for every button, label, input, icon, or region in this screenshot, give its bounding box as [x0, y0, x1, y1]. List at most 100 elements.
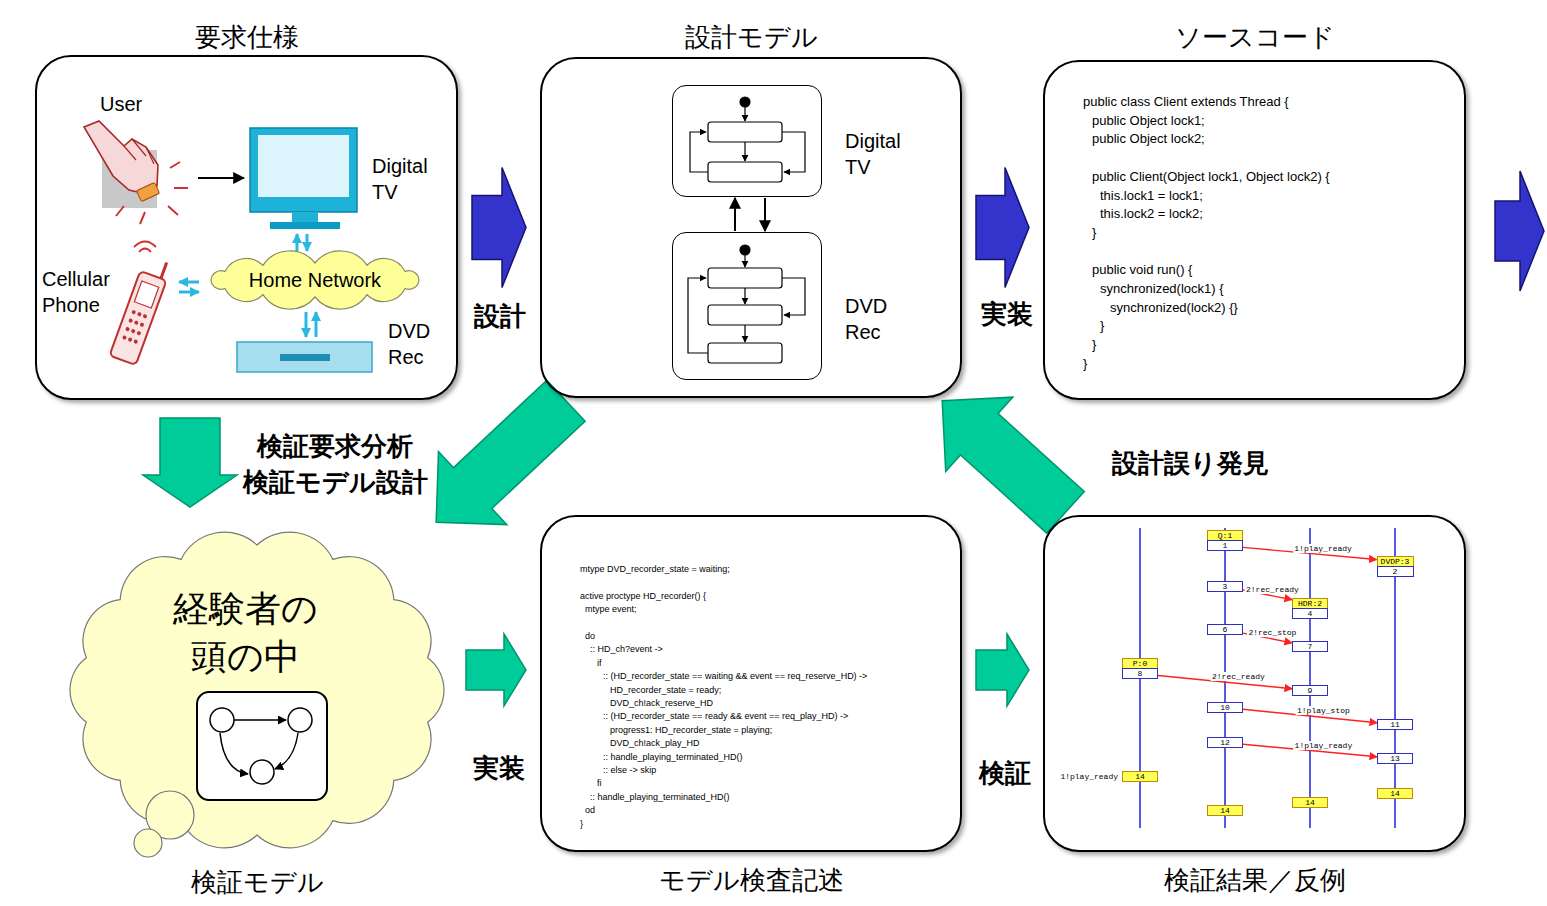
- msc-event-box: 10: [1207, 702, 1243, 713]
- block-arrow: [143, 418, 237, 507]
- panel-heading: ソースコード: [1005, 22, 1504, 52]
- panel-heading: 検証結果／反例: [1005, 865, 1504, 895]
- msc-event-box: 14: [1377, 788, 1413, 799]
- msc-event-box: 12: [1207, 737, 1243, 748]
- user-to-tv-arrow: [198, 177, 244, 179]
- phone-icon: [109, 271, 166, 365]
- press-burst-lines: [140, 212, 145, 224]
- device-label: User: [100, 92, 180, 116]
- model-check-panel: モデル検査記述mtype DVD_recorder_state = waitin…: [540, 515, 962, 852]
- tv-icon: [292, 212, 318, 222]
- press-burst-lines: [116, 162, 188, 224]
- tv-icon: [250, 128, 357, 212]
- transition-arrow: [764, 198, 766, 231]
- code-line: public Client(Object lock1, Object lock2…: [1092, 168, 1330, 187]
- code-line: active proctype HD_recorder() {: [580, 590, 706, 603]
- code-line: public Object lock1;: [1092, 112, 1205, 131]
- phone-icon: [128, 337, 133, 342]
- msc-lifelines: [1140, 528, 1395, 828]
- code-line: fi: [597, 777, 602, 790]
- msc-event-number: 2: [1377, 566, 1414, 577]
- phone-icon: [122, 310, 148, 345]
- code-line: }: [1092, 224, 1096, 243]
- phone-icon: [136, 331, 141, 336]
- code-line: public Object lock2;: [1092, 130, 1205, 149]
- press-burst-lines: [116, 206, 124, 216]
- network-double-arrows: [315, 312, 318, 337]
- mental-state-circle: [250, 760, 274, 784]
- device-label: Cellular Phone: [42, 266, 122, 318]
- phone-icon: [134, 281, 158, 308]
- phone-icon: [142, 314, 147, 319]
- block-arrow: [472, 168, 526, 288]
- device-label: Digital TV: [372, 153, 447, 205]
- msc-event-box: P:08: [1122, 658, 1158, 679]
- tv-icon: [270, 222, 340, 229]
- dvd-recorder-icon: [237, 342, 372, 372]
- phone-icon: [125, 327, 130, 332]
- msc-event-box: HDR:24: [1292, 598, 1328, 619]
- msc-event-box: DVDP:32: [1377, 556, 1414, 577]
- msc-event-number: 14: [1122, 771, 1158, 782]
- state-machine-internals: [708, 268, 782, 288]
- dvd-recorder-icon: [280, 354, 330, 361]
- code-line: this.lock1 = lock1;: [1100, 187, 1203, 206]
- msc-event-number: 12: [1207, 737, 1243, 748]
- code-line: if: [597, 657, 602, 670]
- phone-signal: [134, 242, 156, 253]
- panel-heading: モデル検査記述: [502, 865, 1000, 895]
- network-double-arrows: [179, 281, 199, 284]
- state-machine-internals: [740, 245, 750, 255]
- code-line: public void run() {: [1092, 261, 1192, 280]
- process-step-label: 検証要求分析 検証モデル設計: [240, 428, 430, 500]
- phone-icon: [109, 255, 172, 365]
- mental-state-circle: [288, 708, 312, 732]
- msc-event-box: 13: [1377, 753, 1413, 764]
- process-step-label: 設計: [465, 298, 535, 334]
- state-machine-internals: [708, 122, 782, 142]
- code-line: }: [1100, 317, 1104, 336]
- source-code-panel: ソースコードpublic class Client extends Thread…: [1043, 60, 1466, 400]
- phone-icon: [133, 339, 138, 344]
- phone-icon: [139, 322, 144, 327]
- state-machine-name: DVD Rec: [845, 293, 907, 345]
- network-double-arrows: [296, 234, 299, 251]
- message-label: 1!play_ready: [1056, 771, 1118, 782]
- code-line: public class Client extends Thread {: [1083, 93, 1289, 112]
- code-line: HD_recorder_state = ready;: [610, 684, 721, 697]
- tv-icon: [250, 128, 357, 229]
- block-arrow: [976, 167, 1029, 287]
- msc-event-number: 7: [1292, 641, 1328, 652]
- mental-transition: [220, 733, 248, 774]
- transition-arrow: [734, 198, 736, 231]
- code-line: mtype DVD_recorder_state = waiting;: [580, 563, 730, 576]
- msc-event-number: 6: [1207, 624, 1243, 635]
- code-line: DVD_ch!ack_reserve_HD: [610, 697, 713, 710]
- block-arrow: [436, 380, 585, 524]
- code-line: synchronized(lock1) {: [1100, 280, 1224, 299]
- state-machine-internals: [744, 255, 745, 267]
- code-line: DVD_ch!ack_play_HD: [610, 737, 700, 750]
- panel-heading: 要求仕様: [0, 22, 496, 52]
- msc-event-box: 14: [1122, 771, 1158, 782]
- network-double-arrows: [179, 291, 199, 294]
- state-machine-internals: [688, 97, 805, 363]
- network-label: Home Network: [202, 268, 428, 292]
- phone-icon: [131, 310, 136, 315]
- offpage-block-arrow: [1495, 171, 1544, 291]
- msc-event-number: 11: [1377, 719, 1413, 730]
- block-arrow: [942, 397, 1084, 533]
- device-label: DVD Rec: [388, 318, 448, 370]
- msc-event-number: 14: [1377, 788, 1413, 799]
- tv-icon: [258, 135, 349, 197]
- state-machine-internals: [708, 343, 782, 363]
- phone-icon: [131, 329, 136, 334]
- code-line: :: HD_ch?event ->: [590, 643, 663, 656]
- state-machine-name: Digital TV: [845, 128, 920, 180]
- msc-event-number: 8: [1122, 668, 1158, 679]
- code-line: }: [580, 818, 583, 831]
- cloud-text: 経験者の 頭の中: [160, 585, 330, 681]
- code-line: do: [585, 630, 595, 643]
